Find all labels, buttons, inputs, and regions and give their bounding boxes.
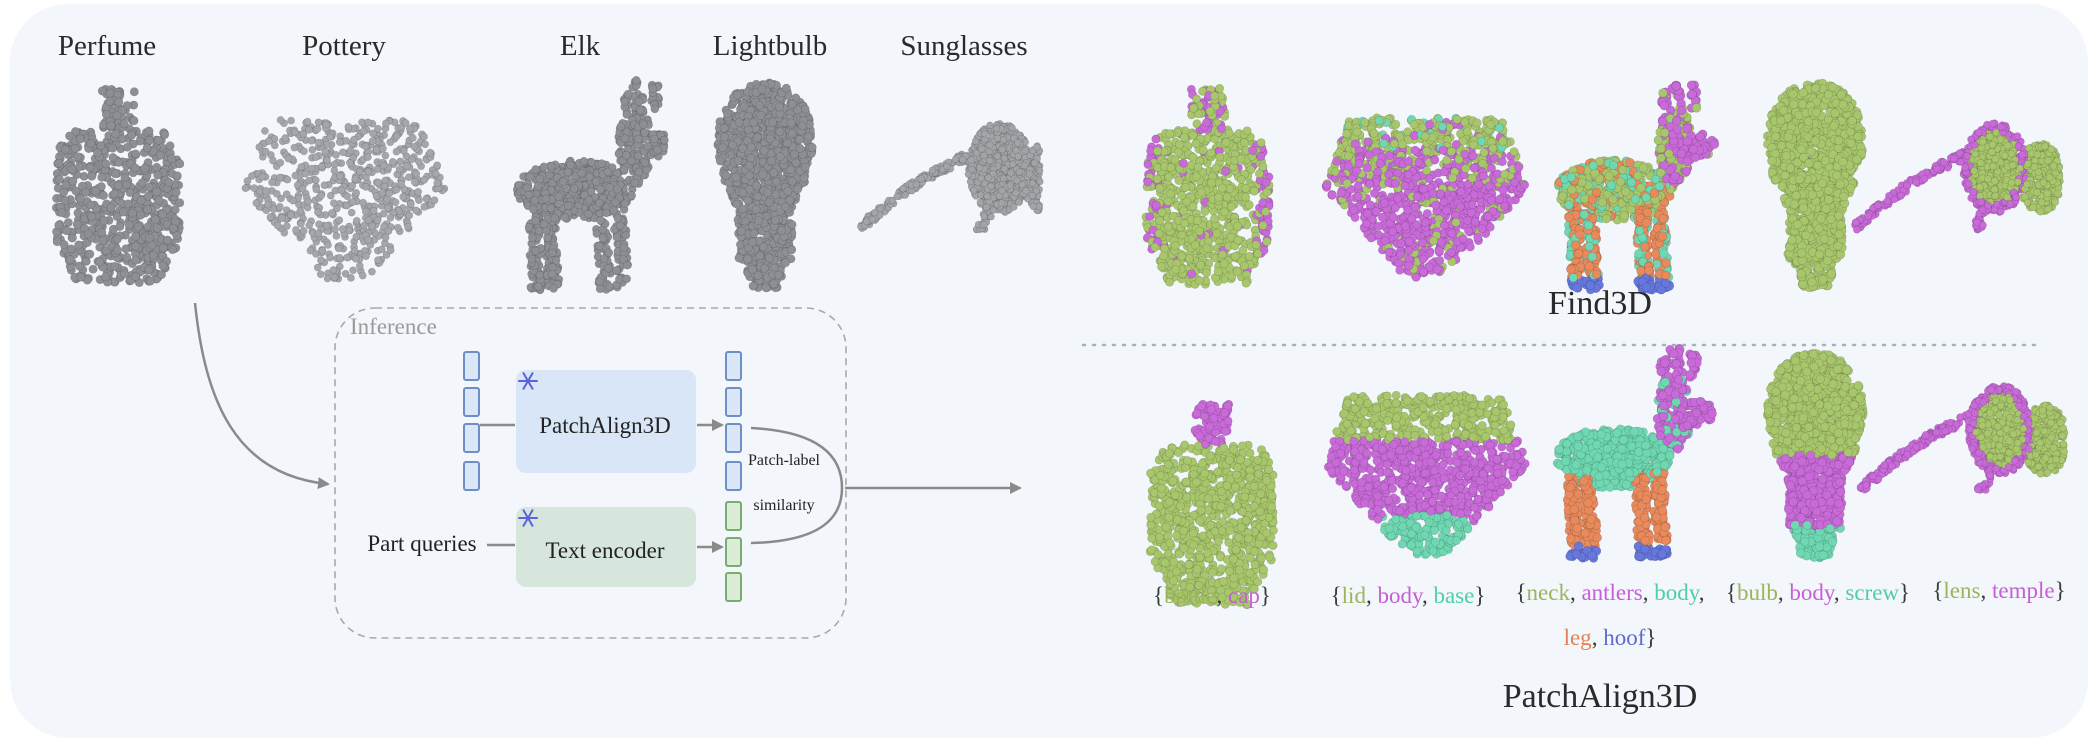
lightbulb-patchalign-pointcloud bbox=[1762, 349, 1868, 563]
similarity-label-line1: Patch-label bbox=[748, 452, 820, 469]
input-arrow bbox=[193, 302, 330, 490]
pottery-input-pointcloud bbox=[241, 116, 449, 283]
elk-patchalign-pointcloud bbox=[1552, 343, 1717, 563]
lightbulb-part-labels: {bulb, body, screw} bbox=[1725, 580, 1911, 605]
text-encoder-label: Text encoder bbox=[545, 538, 665, 563]
inference-box bbox=[334, 307, 847, 639]
part-label: bottle bbox=[1164, 583, 1217, 608]
part-label: lid bbox=[1341, 583, 1366, 608]
part-label: body bbox=[1789, 580, 1834, 605]
pottery-patchalign-pointcloud bbox=[1323, 390, 1530, 559]
elk-part-labels-line2: leg, hoof} bbox=[1563, 625, 1657, 650]
part-label: bulb bbox=[1736, 580, 1778, 605]
part-label: leg bbox=[1563, 625, 1592, 650]
inference-title: Inference bbox=[350, 314, 437, 339]
point-tokens-column bbox=[463, 351, 480, 491]
pottery-title: Pottery bbox=[302, 30, 386, 62]
part-label: body bbox=[1654, 580, 1699, 605]
sunglasses-part-labels: {lens, temple} bbox=[1932, 578, 2066, 603]
patchalign-encoder-box bbox=[516, 370, 696, 473]
part-label: temple bbox=[1991, 578, 2055, 603]
frozen-snowflake-icon bbox=[518, 509, 538, 527]
elk-input-pointcloud bbox=[512, 76, 669, 295]
part-label: neck bbox=[1526, 580, 1570, 605]
sunglasses-title: Sunglasses bbox=[900, 30, 1028, 62]
label-embeddings-column bbox=[725, 501, 742, 602]
find3d-title: Find3D bbox=[1548, 285, 1652, 322]
part-label: hoof bbox=[1603, 625, 1646, 650]
part-label: lens bbox=[1943, 578, 1981, 603]
part-label: cap bbox=[1227, 583, 1260, 608]
lightbulb-input-pointcloud bbox=[713, 78, 817, 293]
pottery-find3d-pointcloud bbox=[1321, 113, 1530, 282]
lightbulb-title: Lightbulb bbox=[712, 30, 828, 62]
patch-embeddings-column bbox=[725, 351, 742, 491]
part-queries-label: Part queries bbox=[367, 531, 477, 556]
sunglasses-input-pointcloud bbox=[857, 120, 1044, 234]
perfume-part-labels: {bottle, cap} bbox=[1153, 583, 1271, 608]
part-label: body bbox=[1377, 583, 1422, 608]
elk-title: Elk bbox=[559, 30, 601, 62]
lightbulb-find3d-pointcloud bbox=[1762, 78, 1867, 293]
elk-find3d-pointcloud bbox=[1553, 80, 1720, 295]
part-label: antlers bbox=[1581, 580, 1643, 605]
elk-part-labels-line1: {neck, antlers, body, bbox=[1515, 580, 1705, 605]
similarity-label-line2: similarity bbox=[753, 497, 815, 514]
sunglasses-patchalign-pointcloud bbox=[1856, 382, 2069, 494]
patchalign-title: PatchAlign3D bbox=[1502, 678, 1698, 715]
perfume-find3d-pointcloud bbox=[1141, 84, 1274, 289]
part-label: base bbox=[1433, 583, 1475, 608]
sunglasses-find3d-pointcloud bbox=[1851, 119, 2064, 234]
part-label: screw bbox=[1845, 580, 1900, 605]
similarity-bracket bbox=[750, 426, 844, 545]
patchalign-encoder-label: PatchAlign3D bbox=[539, 413, 671, 438]
perfume-patchalign-pointcloud bbox=[1145, 399, 1278, 610]
perfume-title: Perfume bbox=[57, 30, 157, 62]
perfume-input-pointcloud bbox=[51, 84, 185, 288]
pottery-part-labels: {lid, body, base} bbox=[1330, 583, 1486, 608]
text-encoder-box bbox=[516, 507, 696, 587]
frozen-snowflake-icon bbox=[518, 372, 538, 390]
